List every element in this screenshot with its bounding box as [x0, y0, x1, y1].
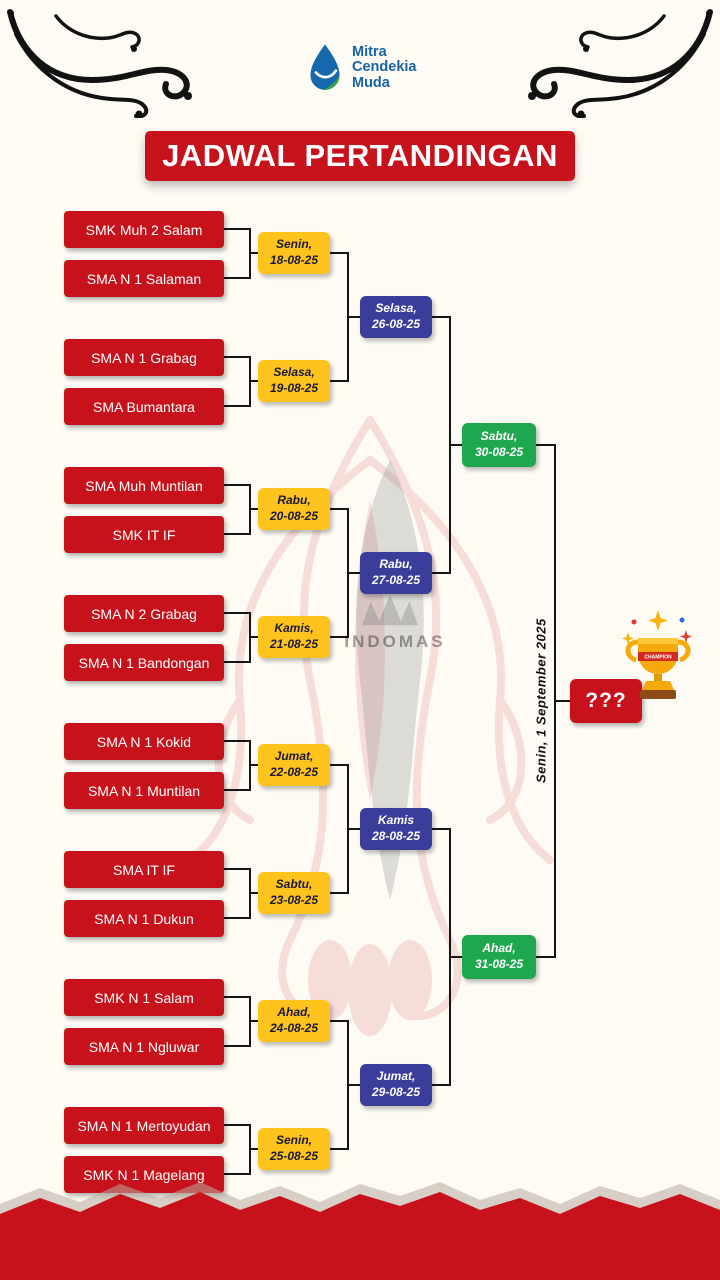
team-box: SMA N 1 Muntilan	[64, 772, 224, 809]
match-date-day: Rabu,	[277, 493, 311, 508]
semifinal-date-box: Ahad, 31-08-25	[462, 935, 536, 979]
team-box: SMA N 1 Ngluwar	[64, 1028, 224, 1065]
match-date-date: 20-08-25	[269, 509, 319, 523]
team-box: SMA N 1 Mertoyudan	[64, 1107, 224, 1144]
match-date-day: Rabu,	[379, 557, 413, 572]
torn-paper-edge	[0, 1182, 720, 1280]
match-date-day: Selasa,	[273, 365, 315, 380]
match-date-box: Jumat, 22-08-25	[258, 744, 330, 786]
match-date-day: Sabtu,	[480, 429, 518, 444]
match-date-box: Kamis, 21-08-25	[258, 616, 330, 658]
team-box: SMA N 1 Bandongan	[64, 644, 224, 681]
final-date-vertical: Senin, 1 September 2025	[533, 618, 549, 784]
match-date-box: Senin, 18-08-25	[258, 232, 330, 274]
match-date-date: 19-08-25	[269, 381, 319, 395]
match-date-day: Senin,	[275, 237, 312, 252]
team-box: SMA N 1 Kokid	[64, 723, 224, 760]
match-date-date: 30-08-25	[474, 445, 524, 459]
flourish-ornament-left	[7, 9, 192, 118]
trophy-icon: CHAMPION	[622, 610, 692, 699]
match-date-date: 24-08-25	[269, 1021, 319, 1035]
match-date-date: 23-08-25	[269, 893, 319, 907]
match-date-date: 21-08-25	[269, 637, 319, 651]
match-date-date: 29-08-25	[371, 1085, 421, 1099]
logo-line-1: Mitra	[352, 43, 387, 60]
team-box: SMK N 1 Salam	[64, 979, 224, 1016]
team-box: SMA N 1 Dukun	[64, 900, 224, 937]
team-box: SMA Muh Muntilan	[64, 467, 224, 504]
flourish-ornament-right	[528, 9, 713, 118]
match-date-date: 26-08-25	[371, 317, 421, 331]
match-date-day: Ahad,	[277, 1005, 311, 1020]
match-date-date: 31-08-25	[474, 957, 524, 971]
team-box: SMA IT IF	[64, 851, 224, 888]
team-box: SMA N 2 Grabag	[64, 595, 224, 632]
team-box: SMA N 1 Grabag	[64, 339, 224, 376]
match-date-box: Sabtu, 23-08-25	[258, 872, 330, 914]
match-date-date: 27-08-25	[371, 573, 421, 587]
quarterfinal-date-box: Selasa, 26-08-25	[360, 296, 432, 338]
match-date-day: Jumat,	[376, 1069, 416, 1084]
logo-line-3: Muda	[352, 74, 390, 91]
match-date-day: Sabtu,	[275, 877, 313, 892]
logo-line-2: Cendekia	[352, 59, 417, 76]
semifinal-date-box: Sabtu, 30-08-25	[462, 423, 536, 467]
quarterfinal-date-box: Kamis 28-08-25	[360, 808, 432, 850]
match-date-day: Kamis	[377, 813, 415, 828]
match-date-box: Ahad, 24-08-25	[258, 1000, 330, 1042]
trophy-ribbon-text: CHAMPION	[644, 655, 672, 661]
logo-drop-icon	[310, 44, 340, 90]
team-box: SMK IT IF	[64, 516, 224, 553]
match-date-day: Ahad,	[482, 941, 516, 956]
team-box: SMK Muh 2 Salam	[64, 211, 224, 248]
watermark-text: INDOMAS	[344, 632, 446, 651]
match-date-day: Senin,	[275, 1133, 312, 1148]
match-date-date: 18-08-25	[269, 253, 319, 267]
final-winner-box: ???	[570, 679, 642, 723]
crown-watermark-icon	[362, 595, 418, 626]
match-date-box: Rabu, 20-08-25	[258, 488, 330, 530]
match-date-day: Kamis,	[274, 621, 314, 636]
match-date-date: 28-08-25	[371, 829, 421, 843]
match-date-box: Selasa, 19-08-25	[258, 360, 330, 402]
quarterfinal-date-box: Rabu, 27-08-25	[360, 552, 432, 594]
logo-text: Mitra Cendekia Muda	[352, 43, 417, 92]
match-date-date: 25-08-25	[269, 1149, 319, 1163]
quarterfinal-date-box: Jumat, 29-08-25	[360, 1064, 432, 1106]
organizer-logo: Mitra Cendekia Muda	[305, 42, 416, 94]
page-title: JADWAL PERTANDINGAN	[145, 131, 575, 181]
match-date-box: Senin, 25-08-25	[258, 1128, 330, 1170]
match-date-date: 22-08-25	[269, 765, 319, 779]
match-date-day: Selasa,	[375, 301, 417, 316]
team-box: SMA Bumantara	[64, 388, 224, 425]
match-date-day: Jumat,	[274, 749, 314, 764]
team-box: SMA N 1 Salaman	[64, 260, 224, 297]
